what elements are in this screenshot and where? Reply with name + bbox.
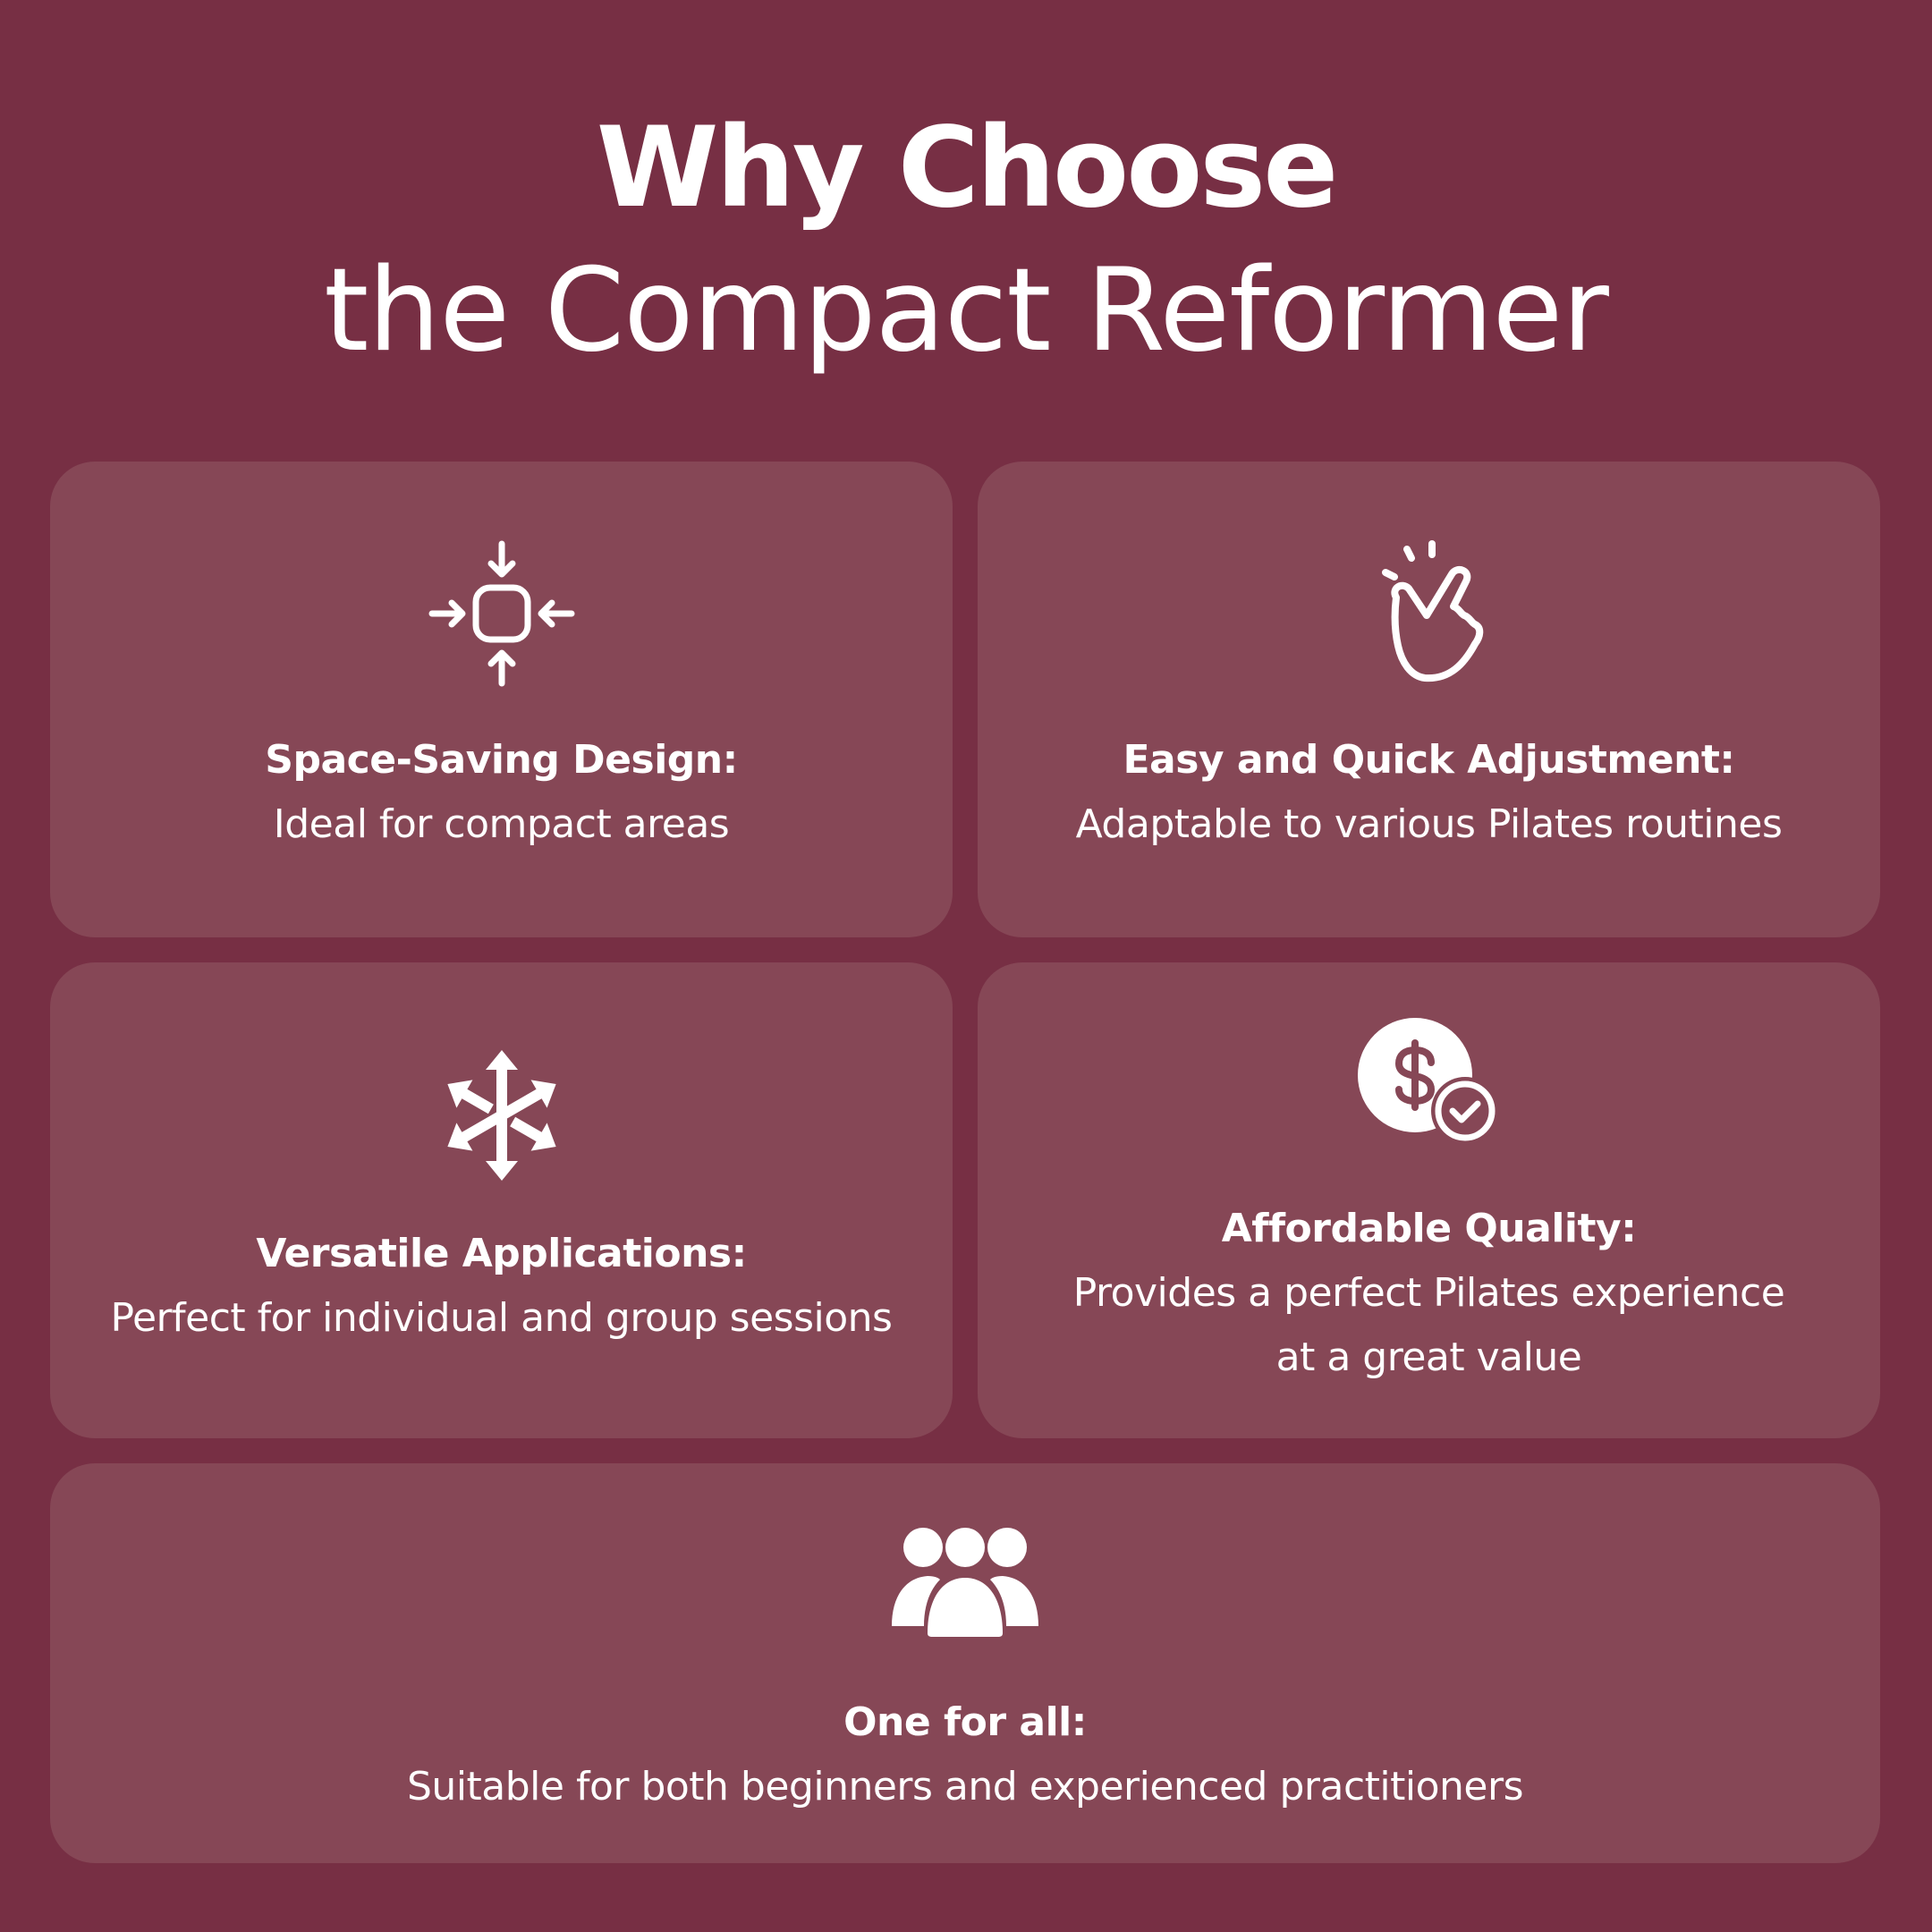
feature-description: Adaptable to various Pilates routines xyxy=(1075,801,1783,847)
feature-description-line-2: at a great value xyxy=(1275,1335,1582,1380)
feature-description: Suitable for both beginners and experien… xyxy=(407,1764,1524,1809)
page-title-line-2: the Compact Reformer xyxy=(324,244,1609,377)
multi-direction-arrows-icon xyxy=(445,1050,559,1181)
page-title-line-1: Why Choose xyxy=(596,104,1339,233)
feature-description: Perfect for individual and group session… xyxy=(110,1295,893,1341)
feature-description-line-1: Provides a perfect Pilates experience xyxy=(1072,1270,1785,1316)
feature-card-easy-adjustment: Easy and Quick Adjustment: Adaptable to … xyxy=(978,462,1880,937)
feature-heading: Easy and Quick Adjustment: xyxy=(1123,737,1735,783)
feature-heading: Versatile Applications: xyxy=(256,1231,747,1276)
compress-arrows-icon xyxy=(428,540,575,687)
group-users-icon xyxy=(892,1522,1038,1637)
feature-description: Ideal for compact areas xyxy=(273,801,730,847)
feature-heading: One for all: xyxy=(843,1699,1087,1745)
feature-card-versatile: Versatile Applications: Perfect for indi… xyxy=(50,962,953,1438)
feature-card-space-saving: Space-Saving Design: Ideal for compact a… xyxy=(50,462,953,937)
feature-card-affordable: Affordable Quality: Provides a perfect P… xyxy=(978,962,1880,1438)
snap-fingers-icon xyxy=(1371,537,1487,689)
feature-card-one-for-all: One for all: Suitable for both beginners… xyxy=(50,1463,1880,1863)
feature-heading: Space-Saving Design: xyxy=(265,737,738,783)
dollar-check-icon xyxy=(1356,1016,1503,1150)
feature-heading: Affordable Quality: xyxy=(1221,1206,1637,1251)
